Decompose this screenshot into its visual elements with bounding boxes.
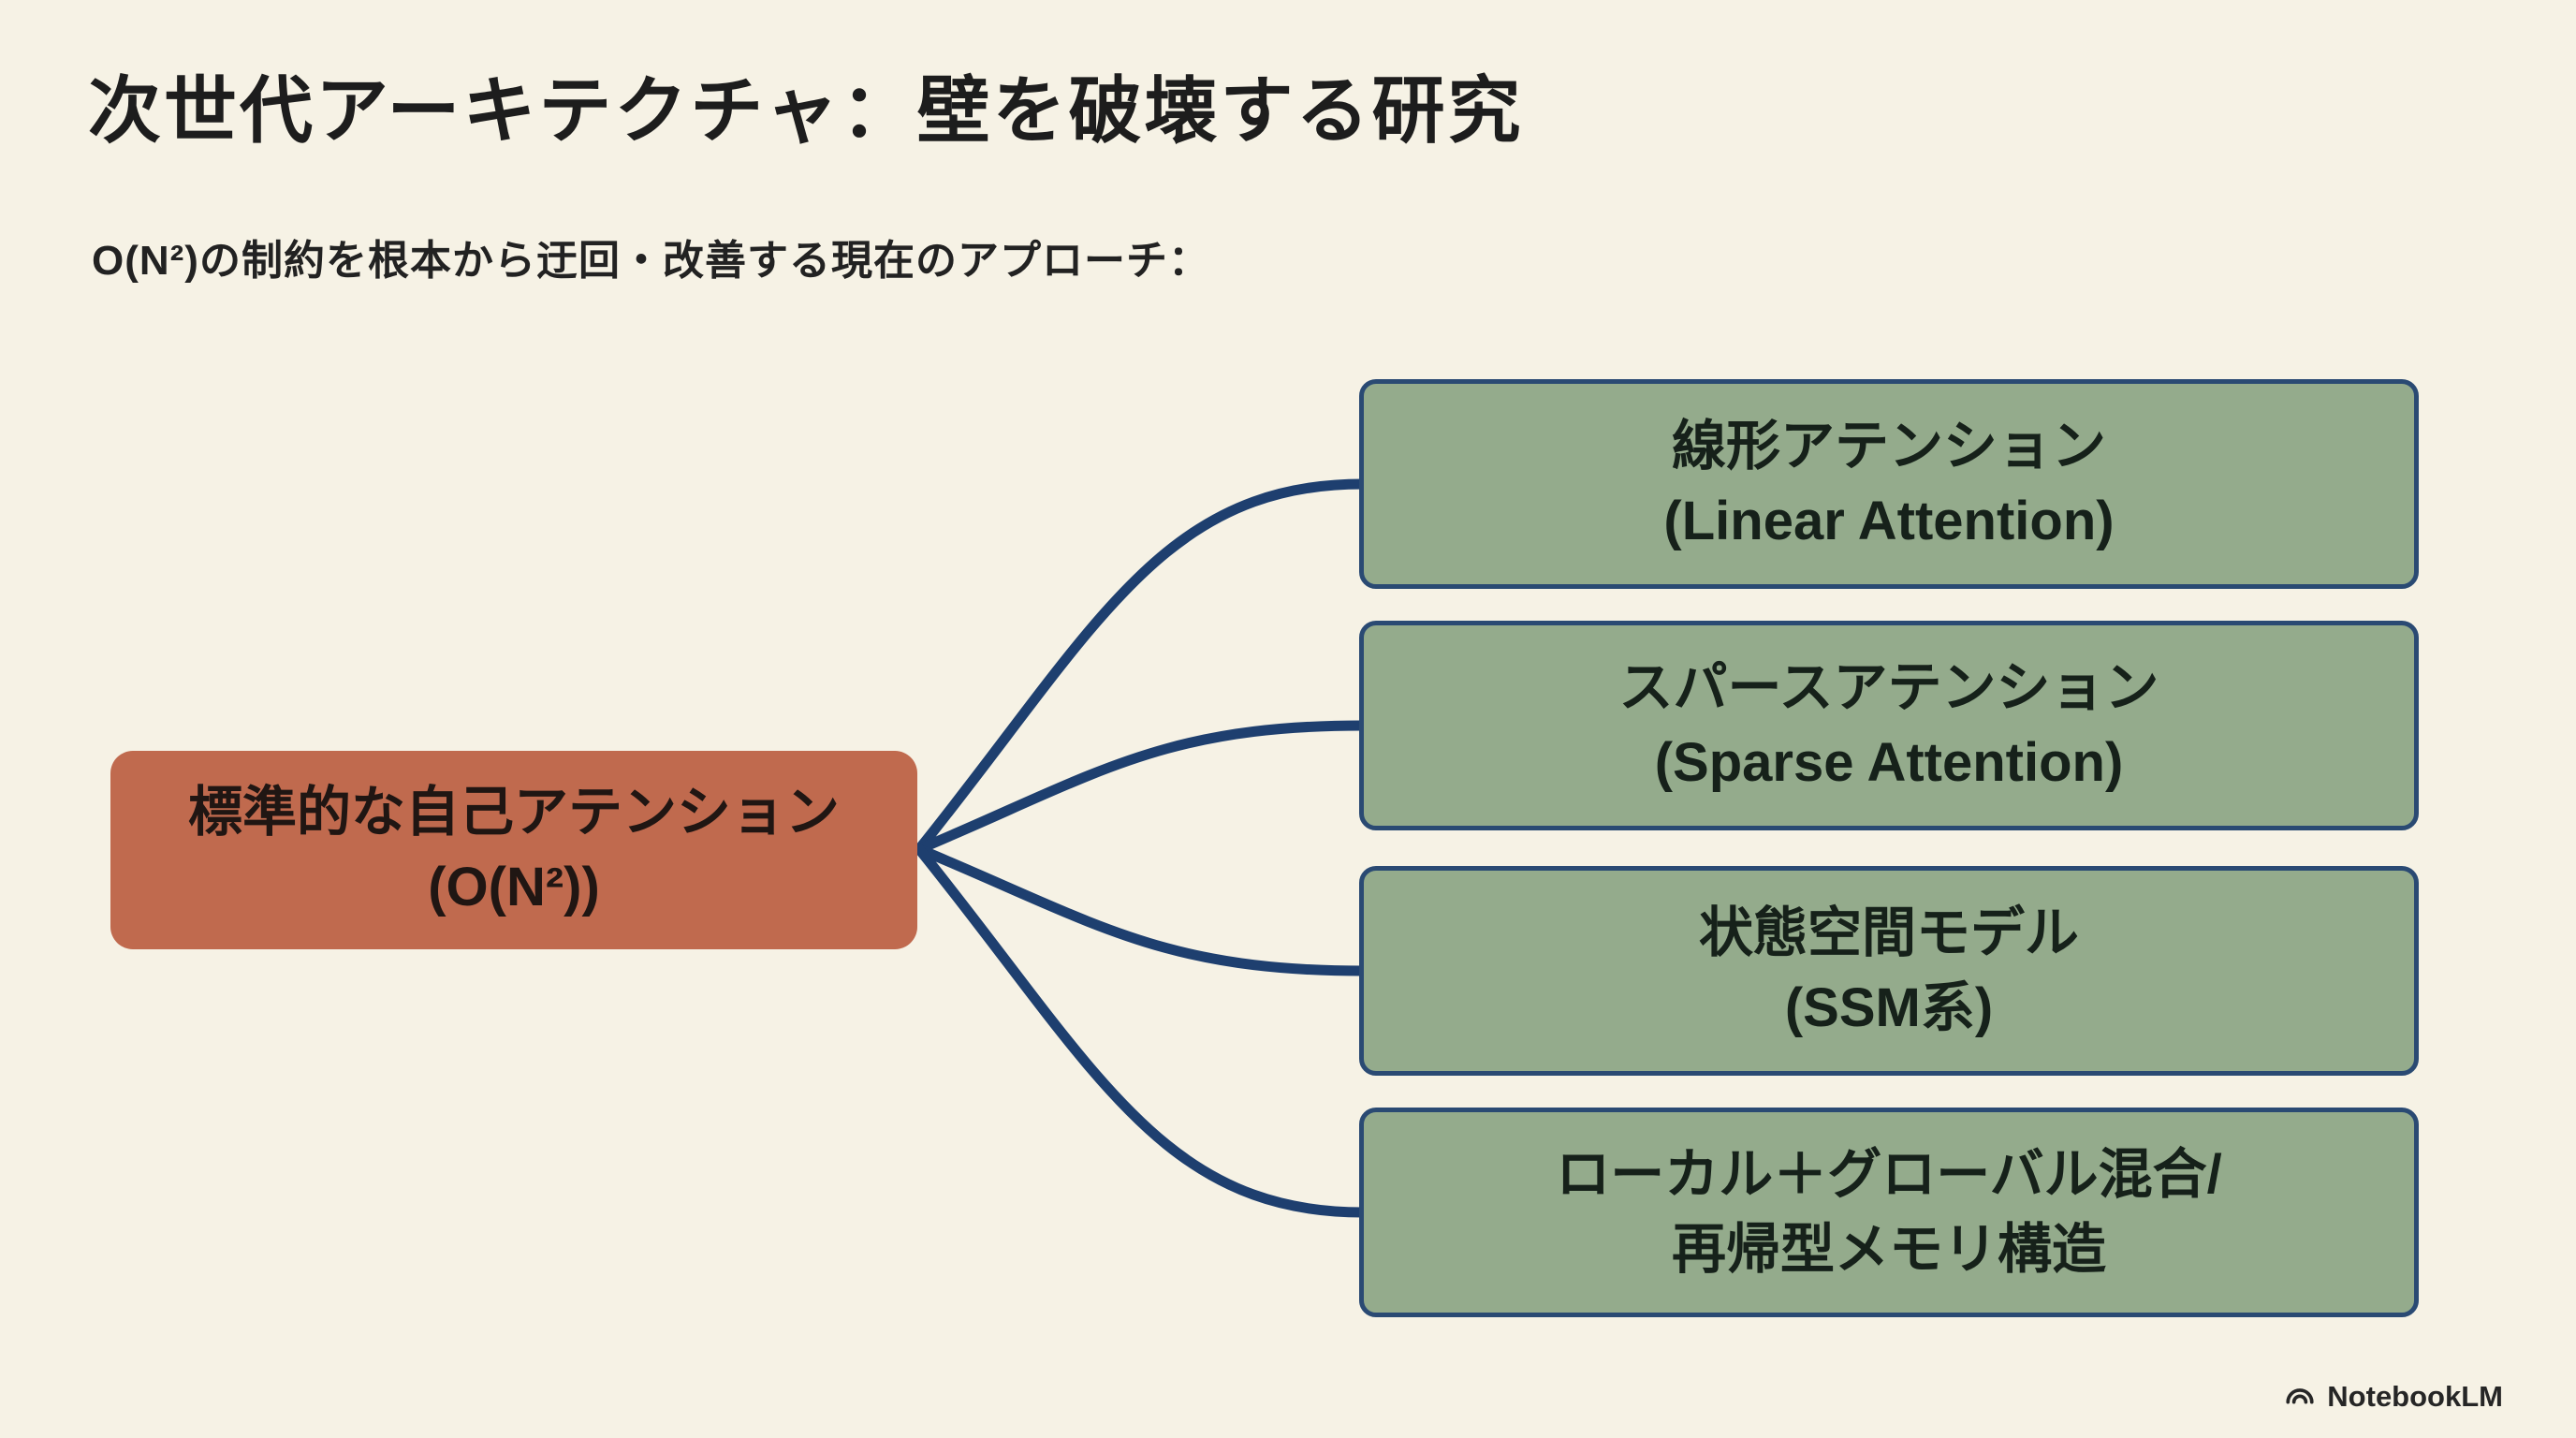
notebooklm-icon (2286, 1388, 2314, 1404)
slide-subtitle: O(N²)の制約を根本から迂回・改善する現在のアプローチ： (92, 238, 1210, 284)
target-label-line2: (Linear Attention) (1663, 491, 2115, 551)
target-label-line2: 再帰型メモリ構造 (1671, 1219, 2106, 1280)
footer-brand: NotebookLM (2284, 1380, 2503, 1414)
connector-to-linear-attention (914, 478, 1368, 855)
node-standard-self-attention: 標準的な自己アテンション (O(N²)) (110, 751, 917, 949)
node-local-global-mixture: ローカル＋グローバル混合/ 再帰型メモリ構造 (1359, 1108, 2419, 1317)
target-label-line2: (SSM系) (1784, 977, 1994, 1038)
notebooklm-label: NotebookLM (2327, 1380, 2503, 1413)
source-label-line1: 標準的な自己アテンション (187, 781, 840, 843)
target-label-line2: (Sparse Attention) (1654, 732, 2124, 793)
connector-to-ssm (914, 844, 1368, 976)
node-sparse-attention: スパースアテンション (Sparse Attention) (1359, 621, 2419, 830)
slide-title: 次世代アーキテクチャ：壁を破壊する研究 (88, 69, 1524, 152)
target-label-line1: 線形アテンション (1671, 415, 2106, 477)
source-label-line2: (O(N²)) (428, 857, 600, 917)
connector-to-local-global (914, 844, 1368, 1218)
target-label-line1: ローカル＋グローバル混合/ (1556, 1143, 2222, 1205)
node-linear-attention: 線形アテンション (Linear Attention) (1359, 379, 2419, 589)
target-label-line1: スパースアテンション (1618, 656, 2159, 718)
node-state-space-model: 状態空間モデル (SSM系) (1359, 866, 2419, 1076)
connector-to-sparse-attention (914, 720, 1368, 855)
target-label-line1: 状態空間モデル (1698, 902, 2079, 963)
